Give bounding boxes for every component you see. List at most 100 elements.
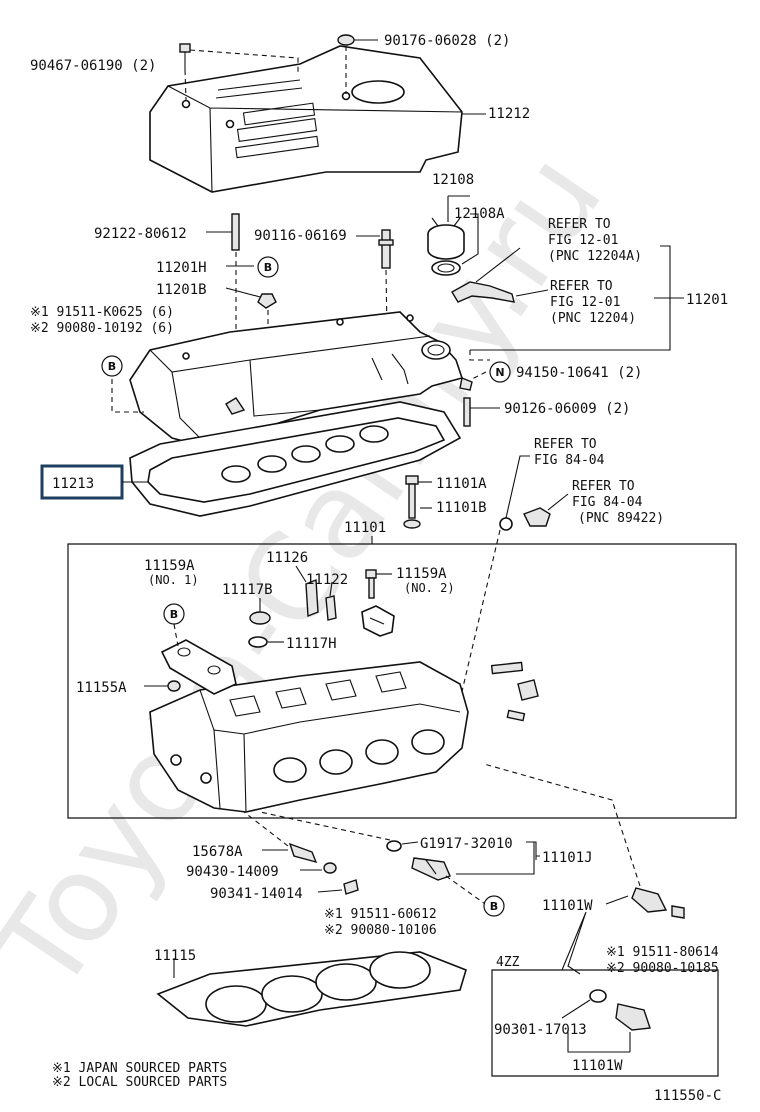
pcv-hose-fitting [451, 245, 684, 351]
footnote-local-sourced: ※2 LOCAL SOURCED PARTS [52, 1075, 227, 1090]
label-11126: 11126 [266, 550, 308, 566]
engine-cover-11212 [149, 45, 463, 193]
label-12108a: 12108A [454, 206, 505, 222]
label-92122: 92122-80612 [94, 226, 187, 242]
sensor-89422 [523, 493, 569, 527]
label-91511-80614: ※1 91511-80614 [606, 945, 719, 960]
label-90467: 90467-06190 (2) [30, 58, 156, 74]
label-ref-8404a-line2: FIG 84-04 [534, 453, 605, 468]
label-90341: 90341-14014 [210, 886, 303, 902]
camshaft-bearing-cap-no2 [361, 605, 395, 637]
label-90176: 90176-06028 (2) [384, 33, 510, 49]
pin-11126 [295, 565, 319, 618]
callout-b-4: B [483, 895, 505, 917]
bolt-11101a [405, 475, 432, 519]
label-11101j: 11101J [542, 850, 593, 866]
spark-plug-tube-seals [221, 425, 389, 483]
label-ref-12204-line2: FIG 12-01 [550, 295, 620, 310]
callout-n-1: N [489, 361, 511, 383]
svg-text:B: B [264, 261, 272, 274]
callout-b-2: B [101, 355, 123, 377]
label-11101b: 11101B [436, 500, 487, 516]
label-11155a: 11155A [76, 680, 127, 696]
svg-text:B: B [108, 360, 116, 373]
4zz-variant-box [491, 969, 719, 1077]
pin-11122 [325, 581, 337, 621]
dowel-pins-right [490, 661, 539, 722]
leader-11101w-4zz [561, 911, 587, 975]
callout-b-1: B [257, 256, 279, 278]
label-11212: 11212 [488, 106, 530, 122]
label-91511-k0625: ※1 91511-K0625 (6) [30, 305, 174, 320]
label-ref-12204-line3: (PNC 12204) [550, 311, 636, 326]
label-91511-60612: ※1 91511-60612 [324, 907, 437, 922]
sensor-11101w [483, 763, 685, 919]
label-ref-8404b-line3: (PNC 89422) [578, 511, 664, 526]
cylinder-head-group-frame [67, 543, 737, 819]
plug-90341 [317, 879, 359, 895]
label-11159a-no1-sub: (NO. 1) [148, 573, 199, 587]
label-g1917: G1917-32010 [420, 836, 513, 852]
label-11159a-no1: 11159A [144, 558, 195, 574]
label-90080-10192: ※2 90080-10192 (6) [30, 321, 174, 336]
label-90080-10106: ※2 90080-10106 [324, 923, 437, 938]
label-90116: 90116-06169 [254, 228, 347, 244]
svg-text:B: B [490, 900, 498, 913]
label-ref-12201-line3: (PNC 12204A) [548, 249, 642, 264]
camshaft-bearing-cap-no1 [160, 623, 237, 695]
plug-11117b [249, 598, 271, 625]
bolt-90467 [179, 43, 299, 101]
bolt-cap-no2 [365, 569, 392, 599]
plug-11155a [144, 680, 181, 692]
label-ref-8404b-line1: REFER TO [572, 479, 635, 494]
leader-90301 [567, 1030, 630, 1053]
label-11122: 11122 [306, 572, 348, 588]
washer-90430 [300, 862, 337, 874]
label-ref-12201-line2: FIG 12-01 [548, 233, 618, 248]
label-90301: 90301-17013 [494, 1022, 587, 1038]
label-94150: 94150-10641 (2) [516, 365, 642, 381]
label-11117b: 11117B [222, 582, 273, 598]
label-4zz: 4ZZ [496, 955, 520, 970]
stud-92122 [206, 213, 240, 402]
oring-90301 [561, 989, 607, 1019]
stud-90126 [463, 397, 500, 427]
label-11115: 11115 [154, 948, 196, 964]
head-cover-gasket-11213 [129, 401, 462, 517]
bolt-15678a [243, 811, 318, 864]
cylinder-head-cover-11201 [111, 311, 490, 449]
label-ref-8404a-line1: REFER TO [534, 437, 597, 452]
label-ref-12204-line1: REFER TO [550, 279, 613, 294]
figure-code: 111550-C [654, 1088, 721, 1104]
cylinder-head-11101 [149, 661, 469, 813]
ring-ref-84-04 [459, 455, 530, 701]
gasket-g1917 [259, 811, 419, 852]
oil-control-valve-11101j [411, 841, 540, 907]
label-12108: 12108 [432, 172, 474, 188]
seal-11101b [403, 507, 432, 529]
label-11101: 11101 [344, 520, 386, 536]
label-11101w: 11101W [542, 898, 593, 914]
grommet-90176 [337, 34, 378, 94]
label-11201b: 11201B [156, 282, 207, 298]
cylinder-head-gasket-11115 [156, 951, 467, 1027]
label-11201h: 11201H [156, 260, 207, 276]
sensor-11101w-4zz [615, 1003, 651, 1052]
label-90430: 90430-14009 [186, 864, 279, 880]
label-11201: 11201 [686, 292, 728, 308]
label-11117h: 11117H [286, 636, 337, 652]
label-11159a-no2: 11159A [396, 566, 447, 582]
label-11213: 11213 [52, 476, 94, 492]
label-11159a-no2-sub: (NO. 2) [404, 581, 455, 595]
callout-b-3: B [163, 603, 185, 625]
footnote-japan-sourced: ※1 JAPAN SOURCED PARTS [52, 1061, 227, 1076]
label-11101a: 11101A [436, 476, 487, 492]
label-90080-10185: ※2 90080-10185 [606, 961, 719, 976]
oil-filler-cap-12108 [427, 195, 479, 276]
oring-11117h [248, 636, 284, 648]
svg-text:B: B [170, 608, 178, 621]
svg-text:N: N [495, 366, 504, 379]
label-90126: 90126-06009 (2) [504, 401, 630, 417]
